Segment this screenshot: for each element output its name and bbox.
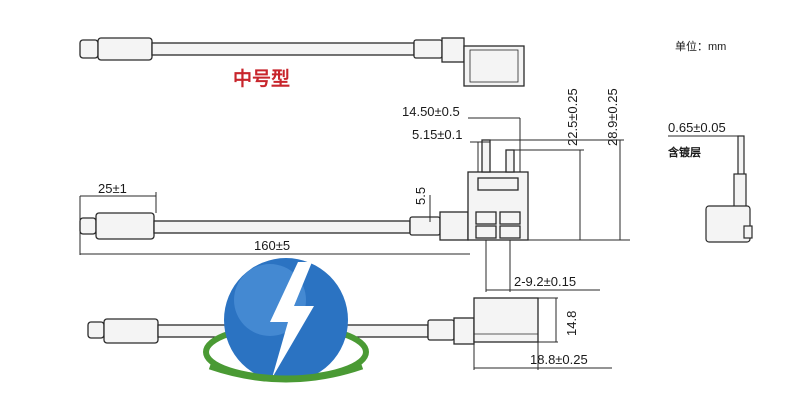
mid-collar <box>409 216 441 236</box>
bot-collar <box>427 319 455 341</box>
lightning-bolt-icon <box>270 262 314 378</box>
mid-terminal-tip <box>79 217 97 235</box>
bot-terminal-tip <box>87 321 105 339</box>
middle-assembly <box>79 139 529 241</box>
plating-pin <box>737 135 745 177</box>
mid-contact-4 <box>499 225 521 239</box>
mid-slot <box>477 177 519 191</box>
side-height-dim: 14.8 <box>564 311 579 336</box>
mid-holder-neck <box>439 211 469 241</box>
coating-label: 含镀层 <box>667 145 701 159</box>
plating-dim: 0.65±0.05 <box>668 120 726 135</box>
mid-terminal-sleeve <box>95 212 155 240</box>
mid-pin-right <box>505 149 515 173</box>
mid-contact-1 <box>475 211 497 225</box>
tip-length-dim: 25±1 <box>98 181 127 196</box>
top-collar <box>413 39 443 59</box>
plating-body <box>705 205 751 243</box>
model-label: 中号型 <box>233 67 290 90</box>
height-b-dim: 28.9±0.25 <box>605 88 620 146</box>
bot-holder-box <box>473 297 539 343</box>
plating-stem <box>733 173 747 211</box>
logo-swoosh <box>208 362 364 383</box>
top-holder-inner <box>469 49 519 83</box>
top-terminal-tip <box>79 39 99 59</box>
bot-terminal-sleeve <box>103 318 159 344</box>
top-holder-body <box>441 37 465 63</box>
unit-note: 单位：mm <box>675 39 726 53</box>
height-a-dim: 22.5±0.25 <box>565 88 580 146</box>
pin-pitch-dim: 2-9.2±0.15 <box>514 274 576 289</box>
top-holder-box <box>463 45 525 87</box>
top-assembly <box>79 37 525 87</box>
globe-bolt-logo <box>203 258 369 383</box>
mid-pin-left <box>481 139 491 173</box>
top-wire <box>151 42 415 56</box>
plating-view <box>705 135 753 243</box>
mid-contact-3 <box>475 225 497 239</box>
mid-contact-2 <box>499 211 521 225</box>
bot-holder-neck <box>453 317 475 345</box>
mid-wire <box>153 220 411 234</box>
plating-lip <box>743 225 753 239</box>
top-terminal-sleeve <box>97 37 153 61</box>
side-width-dim: 18.8±0.25 <box>530 352 588 367</box>
top-width-dim: 14.50±0.5 <box>402 104 460 119</box>
wire-length-dim: 160±5 <box>254 238 290 253</box>
inner-width-dim: 5.15±0.1 <box>412 127 463 142</box>
tab-offset-dim: 5.5 <box>413 187 428 205</box>
